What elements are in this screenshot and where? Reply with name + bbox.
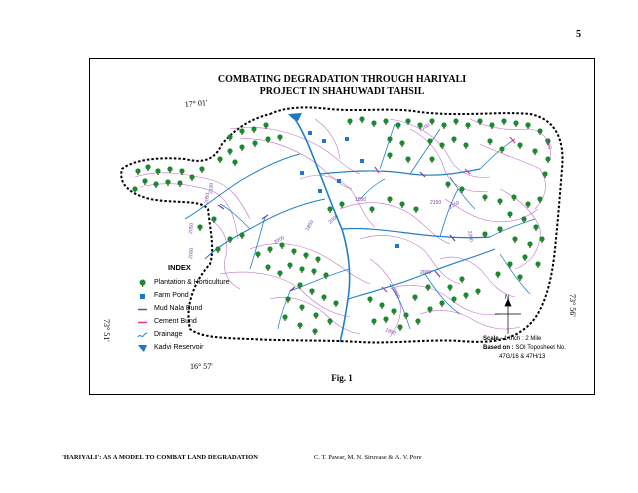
contour-label: 2200 [466,230,474,242]
legend-item: Kadvi Reservoir [138,343,204,353]
figure-title-line2: PROJECT IN SHAHUWADI TAHSIL [259,86,425,97]
legend-item-label: Mud Nala Bund [154,305,203,312]
watershed-map: 2100 2150 2050 1850 2000 2150 2200 2000 … [102,98,577,371]
footer-authors: C. T. Pawar, M. N. Siruvase & A. V. Pore [314,454,422,461]
contour-label: 2050 [188,222,195,234]
contour-label: 2150 [430,200,441,206]
figure-title-line1: COMBATING DEGRADATION THROUGH HARIYALI [217,74,467,85]
contour-label: 2050 [204,192,211,204]
contour-label: 2000 [188,247,195,259]
figure-caption: Fig. 1 [331,373,353,383]
longitude-left-label: 73° 51' [102,319,111,342]
contour-label: 2150 [543,138,553,151]
north-label: N [505,295,509,301]
pink-line-icon [138,321,147,324]
contour-labels: 2100 2150 2050 1850 2000 2150 2200 2000 … [188,123,553,337]
scale-label: Scale - [483,336,503,342]
bunds [217,136,516,293]
contour-label: 1850 [384,327,397,337]
contour-label: 2100 [208,182,215,194]
scale-block: Scale - 1 Inch : 2 Mile Based on : SOI T… [483,335,566,362]
tree-icon [139,279,146,287]
contour-label: 2150 [448,200,461,211]
legend-item: Mud Nala Bund [138,304,203,314]
legend-item-label: Plantation & Horticulture [154,279,230,286]
legend-item-label: Cement Bund [154,318,197,325]
legend-title: INDEX [168,263,191,272]
legend-item: Cement Bund [138,317,197,327]
contour-label: 2000 [327,214,340,226]
contour-label: 2000 [273,235,286,246]
legend-item-label: Farm Pond [154,292,189,299]
contour-label: 2000 [420,270,431,276]
farm-ponds [300,131,399,248]
kadvi-reservoir [288,113,302,121]
watershed-boundary [120,106,564,344]
drainage-icon [137,332,148,338]
toposheet-numbers: 47G/16 & 47H/13 [499,354,546,360]
based-on-label: Based on : [483,345,514,351]
longitude-right-label: 73° 56' [568,294,577,317]
figure-frame: COMBATING DEGRADATION THROUGH HARIYALI P… [89,58,595,395]
purple-line-icon [138,308,147,311]
legend-item: Plantation & Horticulture [139,278,230,288]
contour-label: 1950 [390,287,401,300]
legend-item-label: Drainage [154,331,183,338]
page-number: 5 [576,29,581,40]
based-on-value: SOI Toposheet No. [515,345,566,351]
legend-item: Farm Pond [140,291,189,301]
reservoir-icon [138,345,147,352]
drainage-network [184,118,536,343]
contour-label: 1850 [305,219,316,232]
north-arrow-icon [495,298,521,334]
contour-label: 2100 [418,123,431,133]
scale-value: 1 Inch : 2 Mile [504,336,542,342]
square-icon [140,294,145,299]
latitude-top-label: 17° 01' [184,98,208,109]
footer-title: 'HARIYALI': AS A MODEL TO COMBAT LAND DE… [62,454,259,461]
latitude-bottom-label: 16° 57' [190,362,213,371]
contour-label: 1850 [355,197,366,203]
legend-item-label: Kadvi Reservoir [154,344,204,351]
legend-item: Drainage [137,330,183,340]
